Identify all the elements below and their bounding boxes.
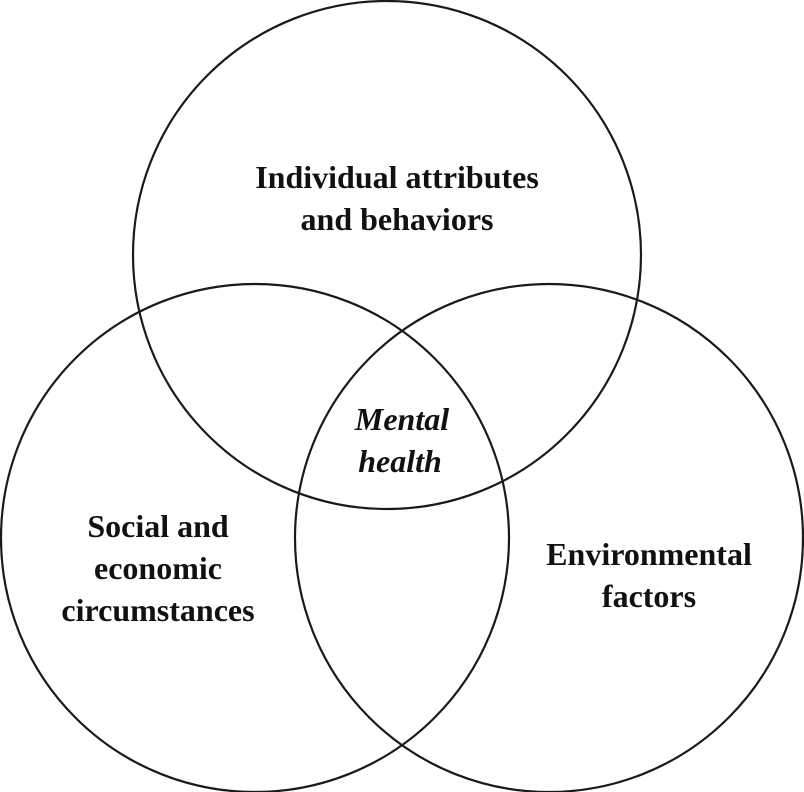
social-label-line2: economic (94, 550, 222, 586)
circle-social (0, 282, 511, 792)
individual-label-line1: Individual attributes (255, 159, 539, 195)
circle-individual (131, 0, 643, 511)
environmental-label-line1: Environmental (546, 536, 752, 572)
social-label-line3: circumstances (61, 592, 254, 628)
social-label-line1: Social and (87, 508, 229, 544)
environmental-label-line2: factors (602, 578, 696, 614)
center-label-line1: Mental (354, 401, 449, 437)
center-label-line2: health (358, 443, 442, 479)
individual-label-line2: and behaviors (301, 201, 494, 237)
circle-environmental (293, 282, 804, 792)
